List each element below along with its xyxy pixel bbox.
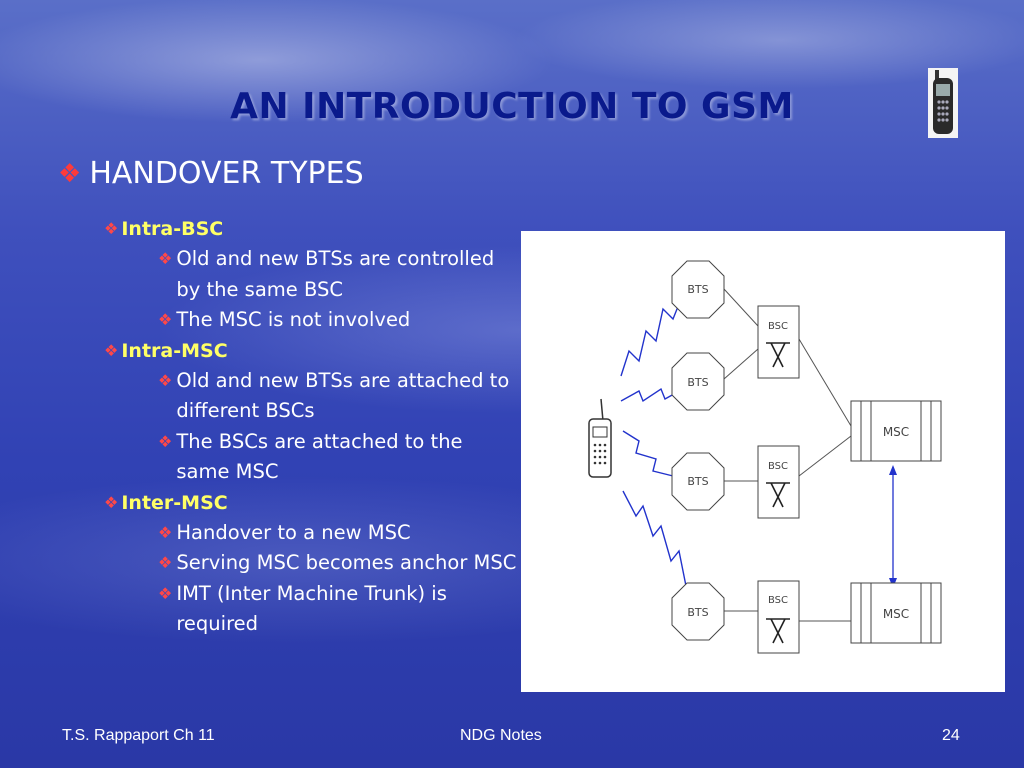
bullet-icon: ❖ (158, 249, 173, 268)
sub-bullet-item: ❖ The BSCs are attached to the same MSC (158, 427, 524, 488)
bullet-item-label: Intra-BSC (121, 218, 224, 240)
mobile-phone-icon (928, 68, 958, 138)
switch-icon (766, 482, 790, 508)
sub-bullet-text: The MSC is not involved (176, 308, 411, 331)
sub-bullet-item: ❖ Old and new BTSs are controlled by the… (158, 244, 524, 305)
bsc-node (757, 305, 800, 379)
bullet-icon: ❖ (158, 370, 173, 390)
sub-bullet-text: The BSCs are attached to the same MSC (176, 429, 463, 484)
bullet-item: ❖ Intra-MSC (104, 336, 524, 366)
sub-bullet-text: Handover to a new MSC (176, 520, 411, 544)
bullet-item: ❖ Intra-BSC (104, 214, 524, 244)
msc-label: MSC (883, 607, 909, 621)
bullet-icon: ❖ (104, 340, 119, 360)
bts-label: BTS (687, 606, 708, 619)
sub-bullet-item: ❖ IMT (Inter Machine Trunk) is required (158, 579, 524, 640)
bts-node (671, 452, 725, 511)
bts-label: BTS (687, 475, 708, 488)
sub-bullet-text: Old and new BTSs are attached to differe… (176, 368, 510, 423)
radio-link (622, 430, 674, 477)
bullet-item-label: Intra-MSC (121, 339, 228, 362)
sub-bullet-item: ❖ Serving MSC becomes anchor MSC (158, 548, 524, 579)
bullet-icon: ❖ (158, 310, 173, 329)
radio-link (620, 387, 684, 403)
bsc-label: BSC (768, 461, 788, 472)
footer-author: T.S. Rappaport Ch 11 (62, 727, 215, 744)
bullet-icon: ❖ (58, 158, 82, 189)
network-diagram: BTS BTS BTS BTS BSC BSC BSC (588, 260, 942, 654)
switch-icon (766, 618, 790, 644)
slide-number: 24 (942, 727, 960, 744)
radio-link (622, 490, 687, 587)
sub-bullet-item: ❖ The MSC is not involved (158, 305, 524, 336)
sub-bullet-text: IMT (Inter Machine Trunk) is required (176, 581, 447, 636)
bullet-item: ❖ Inter-MSC (104, 488, 524, 518)
bts-node (671, 260, 725, 319)
bts-label: BTS (687, 283, 708, 296)
bullet-icon: ❖ (104, 219, 119, 238)
msc-label: MSC (883, 425, 909, 439)
switch-icon (766, 342, 790, 368)
bullet-icon: ❖ (158, 431, 173, 451)
handover-diagram: BTS BTS BTS BTS BSC BSC BSC (521, 231, 1005, 692)
slide-title: AN INTRODUCTION TO GSM (230, 86, 794, 127)
bts-node (671, 352, 725, 411)
mobile-station-icon (588, 398, 612, 478)
bullet-icon: ❖ (158, 553, 173, 572)
bullet-list: ❖ Intra-BSC ❖ Old and new BTSs are contr… (104, 214, 524, 640)
sub-bullet-text: Old and new BTSs are controlled by the s… (176, 247, 495, 301)
radio-link (620, 298, 682, 377)
msc-node (850, 582, 942, 644)
msc-node (850, 400, 942, 462)
bsc-label: BSC (768, 321, 788, 332)
section-heading-text: HANDOVER TYPES (89, 156, 364, 191)
bullet-icon: ❖ (158, 583, 173, 603)
bsc-label: BSC (768, 595, 788, 606)
section-heading: ❖ HANDOVER TYPES (58, 156, 364, 191)
sub-bullet-item: ❖ Handover to a new MSC (158, 518, 524, 549)
sub-bullet-item: ❖ Old and new BTSs are attached to diffe… (158, 366, 524, 427)
bsc-node (757, 580, 800, 654)
sub-bullet-text: Serving MSC becomes anchor MSC (176, 551, 517, 574)
bsc-node (757, 445, 800, 519)
bullet-item-label: Inter-MSC (121, 491, 228, 514)
bullet-icon: ❖ (158, 522, 173, 542)
bts-node (671, 582, 725, 641)
bts-label: BTS (687, 376, 708, 389)
footer-notes: NDG Notes (460, 727, 542, 744)
bullet-icon: ❖ (104, 492, 119, 512)
